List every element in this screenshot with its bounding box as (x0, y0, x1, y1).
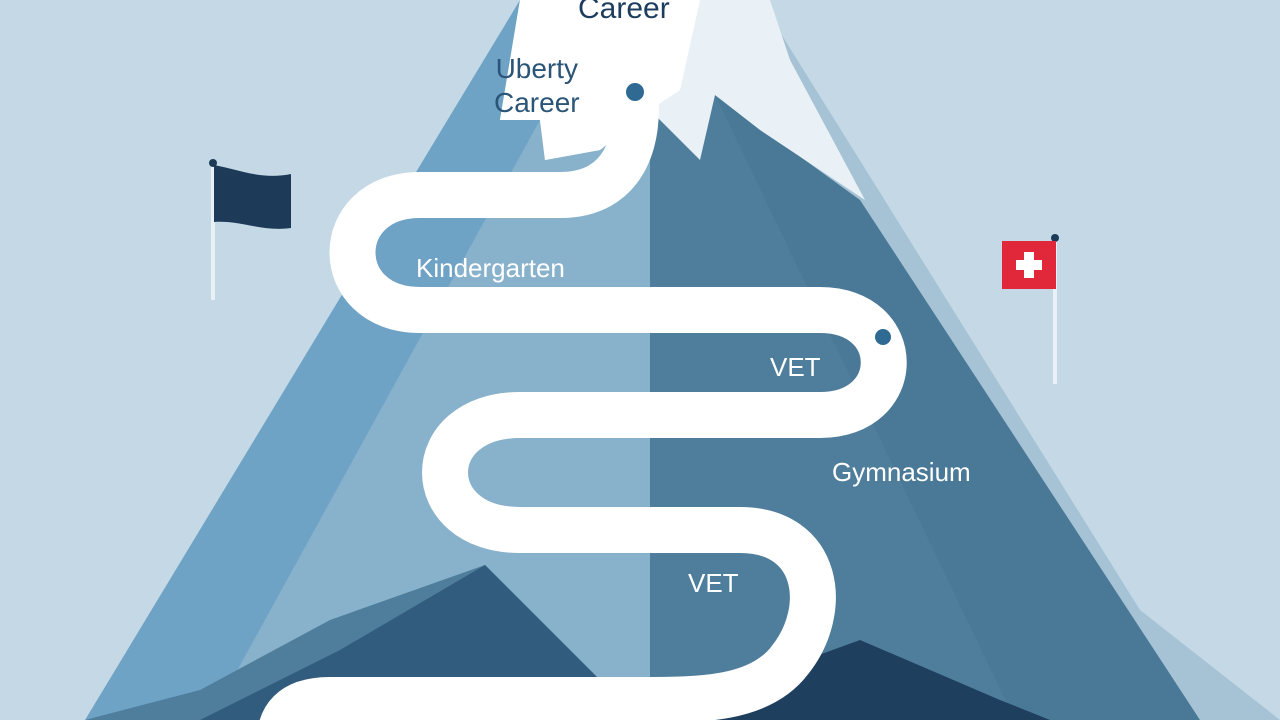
top-title: Career (578, 0, 670, 25)
stage-label-vet-first: VET (770, 352, 821, 382)
stage-label-kindergarten: Kindergarten (416, 253, 565, 283)
stage-label-vet-second: VET (688, 568, 739, 598)
waypoint-dot-icon (626, 83, 644, 101)
upper-career-line-2: Career (494, 87, 580, 118)
stage-label-gymnasium: Gymnasium (832, 457, 971, 487)
waypoint-dot-icon (875, 329, 891, 345)
dark-flag-icon (209, 159, 291, 300)
snow-cap-bright (500, 0, 700, 160)
upper-career-label: Uberty Career (494, 52, 580, 120)
mountain-left-inner-face (210, 110, 650, 720)
upper-career-line-1: Uberty (495, 53, 579, 84)
winding-path (259, 69, 907, 720)
swiss-flag-icon (1002, 234, 1059, 384)
